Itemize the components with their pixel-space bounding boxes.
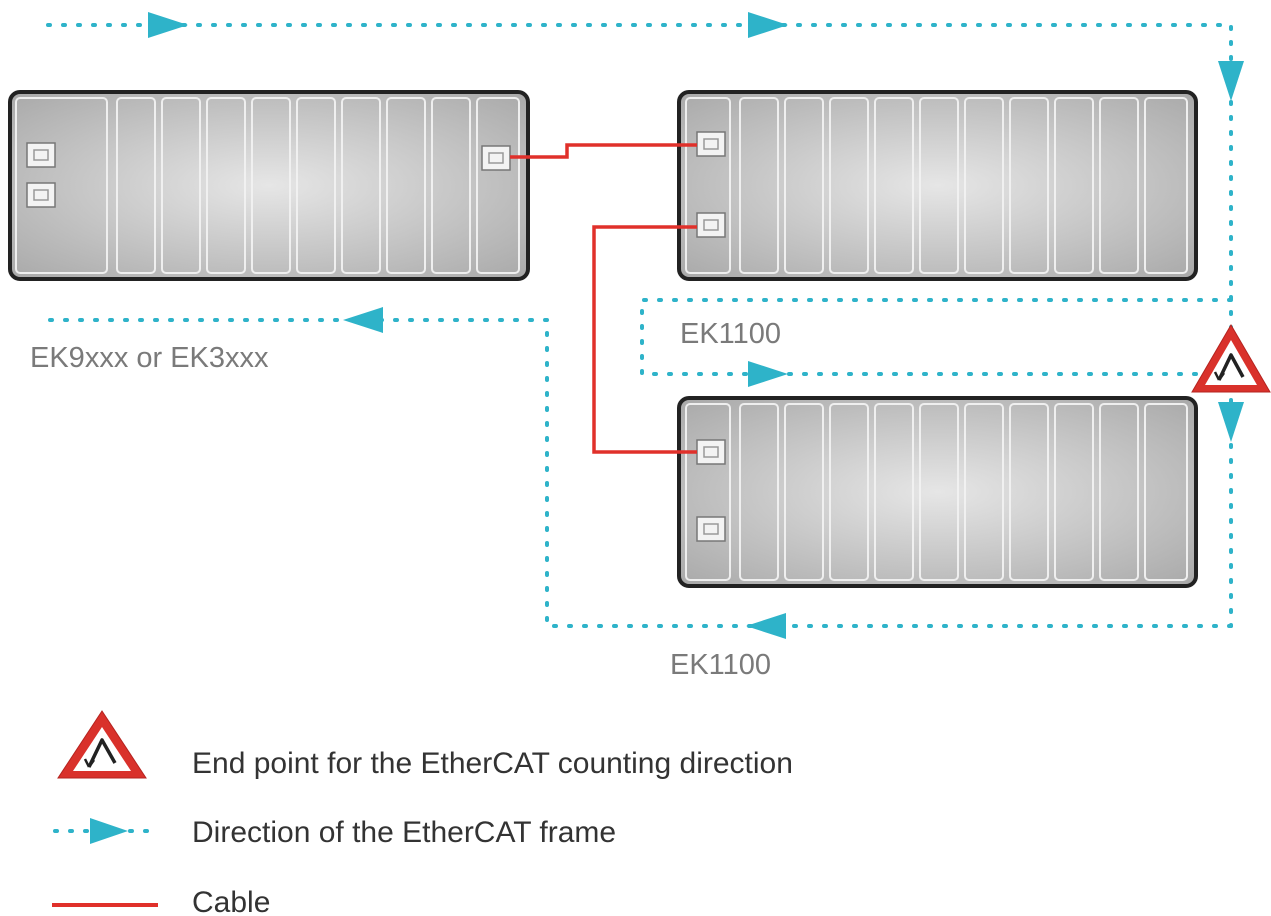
ethernet-port-icon (696, 131, 726, 157)
ethernet-port-icon (26, 182, 56, 208)
frame-path-top (46, 23, 1233, 350)
ethernet-port-icon (696, 516, 726, 542)
direction-arrow-icon (748, 12, 788, 38)
direction-arrow-icon (1218, 402, 1244, 442)
ethernet-port-icon (481, 145, 511, 171)
legend-end-point-label: End point for the EtherCAT counting dire… (192, 747, 793, 780)
label-ek1100-top: EK1100 (680, 318, 781, 350)
direction-arrow-icon (746, 613, 786, 639)
direction-arrow-icon (1218, 61, 1244, 101)
ethernet-port-icon (696, 212, 726, 238)
legend-frame-direction-icon (53, 818, 152, 844)
end-point-warning-icon (1191, 324, 1271, 393)
legend: End point for the EtherCAT counting dire… (52, 710, 793, 916)
device-ek9xxx (8, 90, 530, 281)
legend-cable-label: Cable (192, 886, 270, 916)
legend-end-point-icon (57, 710, 147, 779)
cable-left-to-top (510, 143, 697, 159)
legend-frame-direction-label: Direction of the EtherCAT frame (192, 816, 616, 849)
direction-arrow-icon (748, 361, 788, 387)
ethernet-port-icon (26, 142, 56, 168)
device-ek1100-bottom (677, 396, 1198, 588)
cable-top-to-bottom (592, 225, 697, 454)
ethernet-port-icon (696, 439, 726, 465)
device-ek1100-top (677, 90, 1198, 281)
direction-arrow-icon (148, 12, 188, 38)
label-ek9xxx: EK9xxx or EK3xxx (30, 342, 269, 374)
frame-path (46, 23, 1233, 628)
direction-arrow-icon (343, 307, 383, 333)
direction-arrows (148, 12, 1244, 639)
cables (510, 143, 697, 454)
label-ek1100-bottom: EK1100 (670, 649, 771, 681)
